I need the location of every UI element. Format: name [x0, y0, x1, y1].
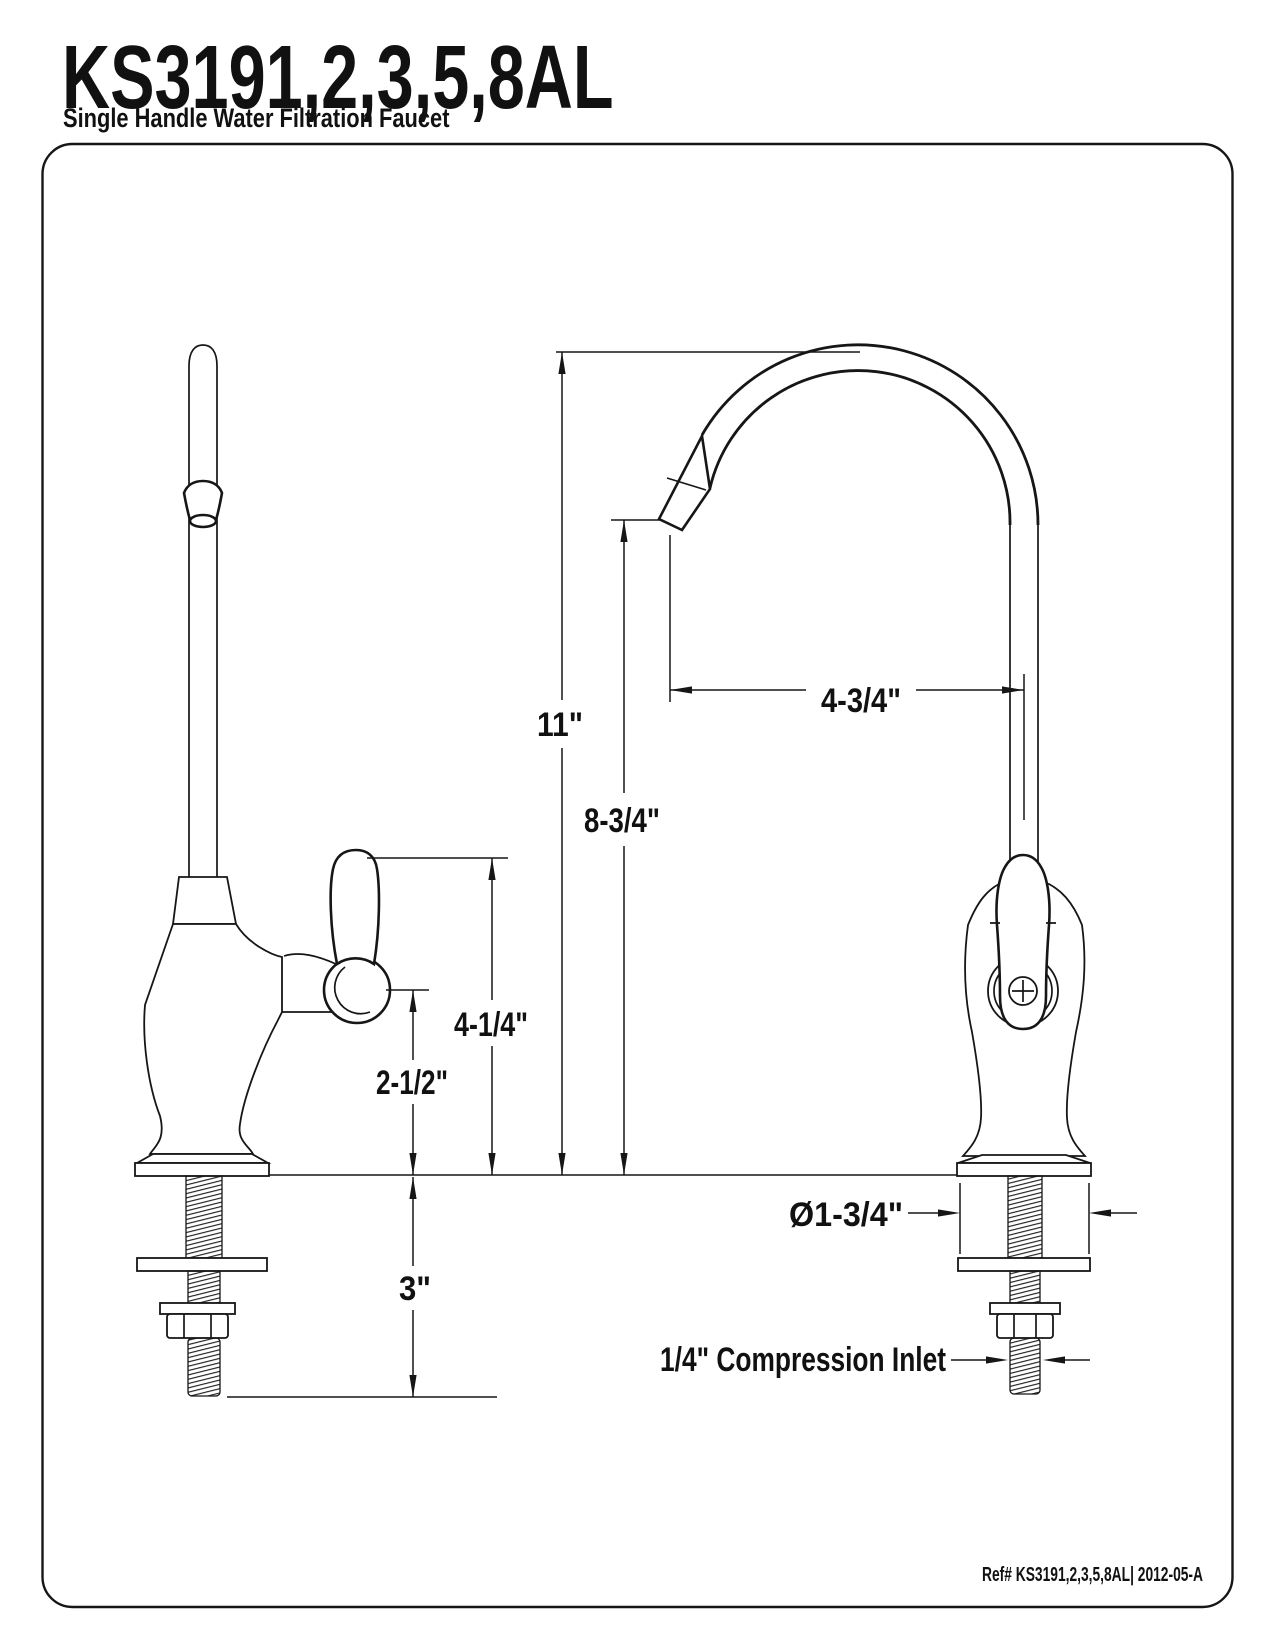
side-hex-nut	[166, 1313, 229, 1339]
arrow-up-icon	[409, 1177, 417, 1199]
arrow-up-icon	[488, 858, 496, 880]
front-mounting-washer	[957, 1257, 1091, 1272]
handle-screw	[1008, 976, 1038, 1006]
page-title: KS3191,2,3,5,8AL	[62, 26, 614, 127]
side-handle-lever	[329, 848, 381, 967]
arrow-down-icon	[558, 1153, 566, 1175]
arrow-down-icon	[409, 1375, 417, 1397]
dim-label-spout-outlet-height: 8-3/4"	[584, 802, 660, 840]
front-base-flange	[957, 1154, 1091, 1164]
arrow-up-icon	[558, 352, 566, 374]
arrow-down-icon	[409, 1153, 417, 1175]
side-mounting-washer	[136, 1257, 268, 1272]
side-threaded-shank-upper	[185, 1175, 223, 1259]
side-spout-mouth	[188, 513, 218, 529]
side-spout-tube	[188, 344, 218, 877]
gooseneck-spout-outer	[700, 343, 1040, 526]
front-hex-nut	[996, 1313, 1054, 1339]
dim-label-compression-inlet: 1/4" Compression Inlet	[660, 1341, 946, 1379]
dim-base-diameter: Ø1-3/4"	[785, 1183, 1137, 1254]
front-base-plate	[956, 1162, 1092, 1177]
side-base-plate	[134, 1162, 270, 1177]
side-body-socket	[171, 876, 238, 925]
side-lock-washer	[159, 1302, 236, 1315]
dim-label-spout-reach: 4-3/4"	[821, 682, 901, 720]
side-threaded-shank-mid	[187, 1270, 221, 1304]
dim-outlet-center-height: 2-1/2"	[372, 989, 453, 1175]
dim-label-shank-length: 3"	[399, 1270, 431, 1308]
front-threaded-shank-lower	[1009, 1337, 1041, 1395]
arrow-right-icon	[938, 1209, 960, 1217]
front-threaded-shank-mid	[1009, 1270, 1041, 1304]
side-handle-hub-inner	[333, 966, 371, 1015]
dim-label-overall-height: 11"	[537, 706, 583, 744]
drawing-frame	[41, 142, 1234, 1609]
faucet-side-view	[133, 344, 392, 1397]
dim-compression-inlet: 1/4" Compression Inlet	[656, 1337, 1090, 1384]
arrow-up-icon	[620, 520, 628, 542]
dim-label-handle-top-height: 4-1/4"	[454, 1006, 528, 1044]
side-threaded-shank-lower	[187, 1337, 221, 1397]
side-handle-stem	[282, 953, 337, 1013]
dim-overall-height: 11"	[533, 351, 860, 1175]
dim-spout-reach: 4-3/4"	[669, 535, 1025, 820]
arrow-left-icon	[670, 686, 692, 694]
front-threaded-shank-upper	[1007, 1175, 1043, 1259]
side-spout-tip	[182, 479, 224, 522]
arrow-right-icon	[986, 1356, 1008, 1364]
faucet-front-view	[657, 343, 1092, 1395]
reference-note: Ref# KS3191,2,3,5,8AL| 2012-05-A	[982, 1564, 1203, 1586]
front-lock-washer	[989, 1302, 1061, 1315]
dim-shank-length: 3"	[227, 1177, 497, 1398]
gooseneck-spout-inner	[708, 369, 1012, 526]
front-spout-downtube	[1009, 525, 1039, 868]
arrow-down-icon	[620, 1153, 628, 1175]
arrow-down-icon	[488, 1153, 496, 1175]
header: KS3191,2,3,5,8AL Single Handle Water Fil…	[62, 26, 614, 133]
dim-handle-top-height: 4-1/4"	[367, 857, 533, 1175]
arrow-left-icon	[1089, 1209, 1111, 1217]
dim-spout-outlet-height: 8-3/4"	[580, 519, 665, 1175]
dim-label-base-diameter: Ø1-3/4"	[789, 1196, 903, 1234]
arrow-left-icon	[1043, 1356, 1065, 1364]
front-spout-tip-joint	[666, 477, 707, 491]
arrow-up-icon	[409, 990, 417, 1012]
side-body	[143, 923, 283, 1155]
arrow-right-icon	[1002, 686, 1024, 694]
page-subtitle: Single Handle Water Filtration Faucet	[63, 104, 449, 134]
dim-label-outlet-center-height: 2-1/2"	[376, 1064, 448, 1102]
side-base-flange	[133, 1153, 272, 1164]
